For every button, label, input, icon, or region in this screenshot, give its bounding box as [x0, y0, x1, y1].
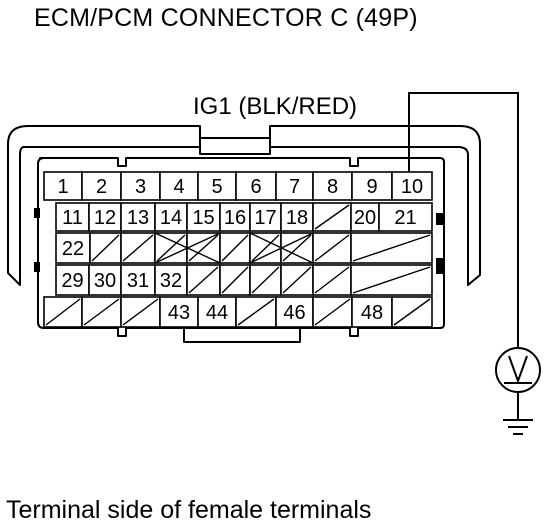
terminal-2 [81, 171, 122, 201]
terminal-label: 32 [160, 270, 182, 292]
terminal-9 [351, 171, 393, 201]
right-key-lower [436, 258, 443, 274]
terminal-43 [159, 296, 199, 328]
right-key-upper [436, 213, 443, 225]
unused-terminal-slash [91, 234, 120, 262]
terminal-17 [249, 202, 282, 232]
terminal-label: 48 [361, 302, 383, 324]
unused-terminal-slash [393, 298, 431, 326]
terminal-label: 18 [286, 207, 308, 229]
terminal-label: 9 [366, 176, 377, 198]
terminal-label: 15 [192, 207, 214, 229]
connector-housing [37, 157, 445, 337]
left-key-upper [34, 208, 40, 218]
unused-terminal-slash [352, 234, 431, 262]
unused-terminal-slash [251, 234, 280, 262]
diagram-title: ECM/PCM CONNECTOR C (49P) [34, 4, 418, 32]
terminal-label: 43 [168, 302, 190, 324]
unused-terminal-slash [45, 298, 81, 326]
voltmeter-body [495, 347, 541, 393]
unused-terminal-slash [221, 234, 249, 262]
terminal-label: 20 [354, 207, 376, 229]
terminal-label: 14 [160, 207, 182, 229]
blocked-cavity-cross [154, 232, 221, 264]
terminal-label: 44 [206, 302, 228, 324]
bottom-lock-tab [183, 328, 301, 343]
terminal-13 [120, 202, 156, 232]
terminal-11 [55, 202, 90, 232]
terminal-label: 21 [394, 207, 416, 229]
left-key-lower [34, 262, 40, 272]
terminal-label: 12 [94, 207, 116, 229]
terminal-21 [378, 202, 433, 232]
terminal-label: 1 [57, 176, 68, 198]
unused-terminal-slash [282, 266, 312, 294]
voltmeter-v-symbol [508, 355, 528, 384]
terminal-12 [88, 202, 122, 232]
blocked-cavity-cross [249, 232, 314, 264]
unused-terminal-slash [156, 234, 186, 262]
terminal-29 [55, 264, 90, 296]
unused-terminal-slash [282, 234, 312, 262]
terminal-label: 22 [62, 238, 84, 260]
terminal-label: 31 [127, 270, 149, 292]
terminal-label: 17 [254, 207, 276, 229]
wire-label: IG1 (BLK/RED) [193, 93, 358, 120]
terminal-4 [159, 171, 199, 201]
unused-terminal-slash [314, 298, 351, 326]
unused-terminal-slash [221, 266, 249, 294]
unused-terminal-slash [122, 234, 154, 262]
unused-terminal-slash [314, 204, 350, 230]
terminal-31 [120, 264, 156, 296]
top-lock-tab [199, 137, 271, 155]
terminal-label: 7 [289, 176, 300, 198]
probe-wire [408, 92, 519, 348]
unused-terminal-slash [352, 266, 431, 294]
unused-terminal-slash [314, 234, 350, 262]
connector-outer-frame [7, 125, 481, 286]
terminal-label: 4 [173, 176, 184, 198]
unused-terminal-slash [83, 298, 120, 326]
terminal-label: 5 [211, 176, 222, 198]
unused-terminal-slash [122, 298, 159, 326]
terminal-label: 10 [401, 176, 423, 198]
terminal-7 [275, 171, 314, 201]
terminal-16 [219, 202, 251, 232]
terminal-label: 13 [127, 207, 149, 229]
terminal-label: 8 [327, 176, 338, 198]
diagram-caption: Terminal side of female terminals [6, 496, 372, 524]
terminal-46 [275, 296, 314, 328]
terminal-5 [197, 171, 237, 201]
unused-terminal-slash [188, 234, 219, 262]
unused-terminal-slash [251, 266, 280, 294]
terminal-label: 29 [61, 270, 83, 292]
unused-terminal-slash [188, 266, 219, 294]
terminal-15 [186, 202, 221, 232]
terminal-10 [391, 171, 433, 201]
terminal-6 [235, 171, 277, 201]
unused-terminal-slash [237, 298, 275, 326]
terminal-label: 16 [224, 207, 246, 229]
terminal-label: 6 [250, 176, 261, 198]
terminal-label: 3 [135, 176, 146, 198]
terminal-label: 46 [283, 302, 305, 324]
terminal-label: 30 [94, 270, 116, 292]
terminal-14 [154, 202, 188, 232]
unused-terminal-slash [314, 266, 350, 294]
terminal-label: 2 [96, 176, 107, 198]
terminal-1 [43, 171, 83, 201]
terminal-32 [154, 264, 188, 296]
terminal-label: 11 [62, 207, 83, 229]
